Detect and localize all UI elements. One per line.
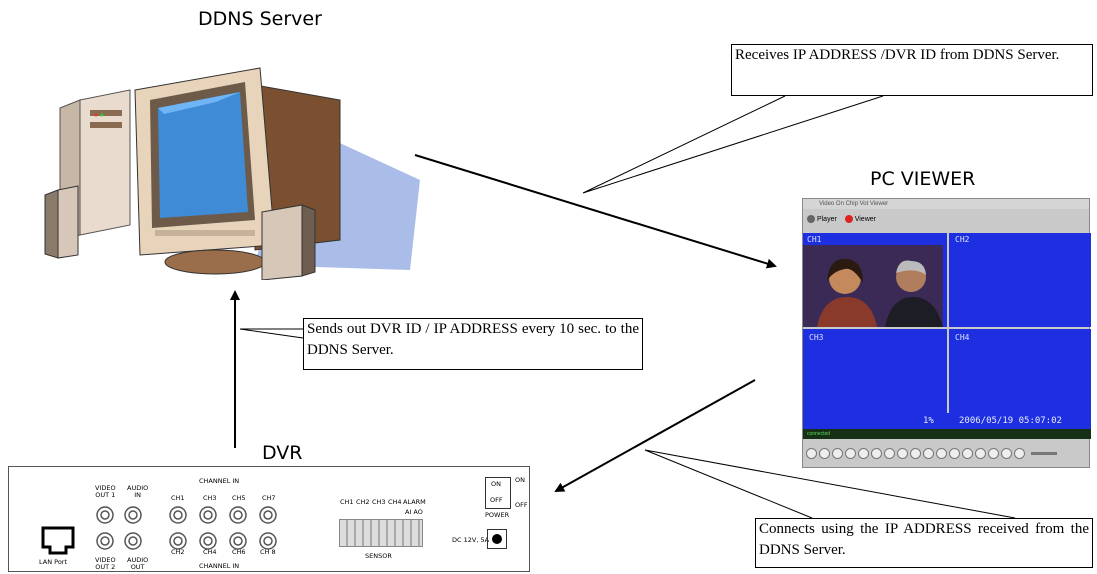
ch-top-label: CH5 bbox=[232, 494, 246, 502]
video-out2-label: VIDEO OUT 2 bbox=[95, 556, 116, 571]
status-timestamp: 2006/05/19 05:07:02 bbox=[959, 416, 1062, 426]
viewer-button[interactable]: Viewer bbox=[854, 216, 876, 223]
channel-view-2[interactable]: CH2 bbox=[949, 233, 1091, 327]
sensor-ch-label: CH3 bbox=[372, 498, 386, 506]
channel-view-4[interactable]: CH4 bbox=[949, 329, 1091, 413]
control-button[interactable] bbox=[832, 447, 843, 459]
control-button[interactable] bbox=[1001, 447, 1012, 459]
channel-label-3: CH3 bbox=[809, 333, 824, 342]
sensor-ch-label: CH2 bbox=[356, 498, 370, 506]
camera-image bbox=[803, 245, 943, 327]
viewer-icon bbox=[844, 215, 853, 224]
connection-status: connected bbox=[803, 429, 1091, 439]
control-button[interactable] bbox=[936, 447, 947, 459]
callout-pointer-connects bbox=[644, 449, 1016, 519]
sensor-label: SENSOR bbox=[365, 552, 392, 560]
dvr-title: DVR bbox=[262, 442, 303, 464]
arrow-viewer-to-dvr bbox=[554, 379, 756, 492]
viewer-toolbar: Player Viewer bbox=[803, 210, 1089, 230]
channel-in-bottom-label: CHANNEL IN bbox=[199, 562, 240, 570]
switch-on-label: ON bbox=[491, 480, 501, 488]
control-button[interactable] bbox=[1014, 447, 1025, 459]
channel-label-4: CH4 bbox=[955, 333, 970, 342]
callout-pointer-sends bbox=[239, 328, 304, 339]
control-button[interactable] bbox=[845, 447, 856, 459]
control-button[interactable] bbox=[884, 447, 895, 459]
viewer-app-title: Video On Chip Vot Viewer bbox=[803, 199, 1089, 209]
callout-sends: Sends out DVR ID / IP ADDRESS every 10 s… bbox=[303, 318, 643, 370]
control-button[interactable] bbox=[910, 447, 921, 459]
arrow-ddns-to-viewer bbox=[414, 154, 777, 269]
callout-connects: Connects using the IP ADDRESS received f… bbox=[755, 518, 1093, 568]
video-out1-label: VIDEO OUT 1 bbox=[95, 484, 116, 499]
ch-top-label: CH3 bbox=[203, 494, 217, 502]
lan-port-icon bbox=[41, 526, 75, 555]
channel-label-1: CH1 bbox=[807, 235, 822, 244]
pc-viewer-window: Video On Chip Vot Viewer Player Viewer C… bbox=[802, 198, 1091, 468]
callout-receives: Receives IP ADDRESS /DVR ID from DDNS Se… bbox=[731, 44, 1093, 96]
ddns-server-computer-icon bbox=[44, 67, 420, 280]
control-button[interactable] bbox=[858, 447, 869, 459]
dvr-back-panel: LAN Port VIDEO OUT 1 AUDIO IN VIDEO OUT … bbox=[8, 466, 530, 572]
ai-ao-label: AI AO bbox=[405, 508, 423, 516]
viewer-controls bbox=[803, 441, 1091, 465]
channel-label-2: CH2 bbox=[955, 235, 970, 244]
ch-bottom-label: CH2 bbox=[171, 548, 185, 556]
control-button[interactable] bbox=[806, 447, 817, 459]
switch-side-on-label: ON bbox=[515, 476, 525, 484]
channel-in-top-label: CHANNEL IN bbox=[199, 477, 240, 485]
switch-side-off-label: OFF bbox=[515, 501, 528, 509]
dc-label: DC 12V, 5A bbox=[452, 536, 490, 544]
control-button[interactable] bbox=[871, 447, 882, 459]
control-button[interactable] bbox=[975, 447, 986, 459]
alarm-label: ALARM bbox=[403, 498, 426, 506]
control-button[interactable] bbox=[988, 447, 999, 459]
ch-bottom-label: CH4 bbox=[203, 548, 217, 556]
channel-view-3[interactable]: CH3 bbox=[803, 329, 947, 413]
switch-off-label: OFF bbox=[490, 496, 503, 504]
ch-top-label: CH7 bbox=[262, 494, 276, 502]
control-button[interactable] bbox=[897, 447, 908, 459]
dc-jack bbox=[487, 529, 507, 549]
player-icon bbox=[807, 215, 815, 224]
control-button[interactable] bbox=[923, 447, 934, 459]
sensor-ch-label: CH1 bbox=[340, 498, 354, 506]
player-button[interactable]: Player bbox=[816, 216, 837, 223]
control-button[interactable] bbox=[819, 447, 830, 459]
volume-slider[interactable] bbox=[1031, 451, 1057, 455]
power-label: POWER bbox=[485, 511, 510, 519]
ddns-server-title: DDNS Server bbox=[198, 8, 322, 30]
ch-top-label: CH1 bbox=[171, 494, 185, 502]
sensor-terminal-block bbox=[339, 519, 423, 547]
ch-bottom-label: CH 8 bbox=[260, 548, 276, 556]
bnc-connectors bbox=[96, 506, 277, 550]
status-percent: 1% bbox=[923, 416, 934, 426]
power-switch[interactable]: ON OFF bbox=[485, 477, 511, 509]
sensor-ch-label: CH4 bbox=[388, 498, 402, 506]
control-button[interactable] bbox=[949, 447, 960, 459]
lan-port-label: LAN Port bbox=[39, 558, 68, 566]
channel-view-1[interactable]: CH1 bbox=[803, 233, 947, 327]
viewer-status-bar: 1% 2006/05/19 05:07:02 bbox=[803, 413, 1091, 429]
audio-out-label: AUDIO OUT bbox=[127, 556, 149, 571]
control-button[interactable] bbox=[962, 447, 973, 459]
pc-viewer-title: PC VIEWER bbox=[870, 168, 976, 190]
callout-pointer-receives bbox=[582, 95, 884, 194]
audio-in-label: AUDIO IN bbox=[127, 484, 149, 499]
ch-bottom-label: CH6 bbox=[232, 548, 246, 556]
